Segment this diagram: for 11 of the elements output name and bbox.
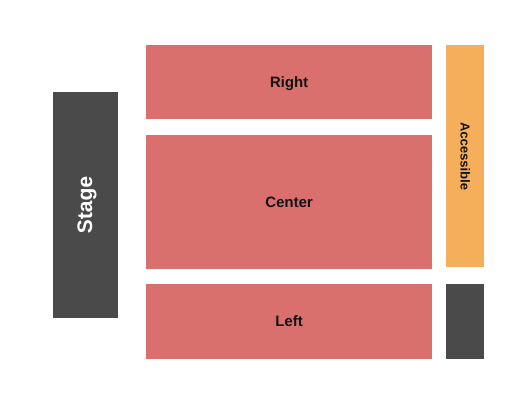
section-label: Accessible [458, 122, 472, 190]
section-label: Center [265, 194, 313, 210]
dark-block [446, 284, 484, 359]
seating-section [146, 135, 432, 269]
accessible-section [446, 45, 484, 267]
section-label: Left [275, 313, 303, 330]
section-label: Right [270, 74, 308, 90]
seating-section [146, 45, 432, 119]
seating-section [146, 284, 432, 359]
stage-area [53, 92, 118, 318]
section-label: Stage [74, 176, 98, 234]
